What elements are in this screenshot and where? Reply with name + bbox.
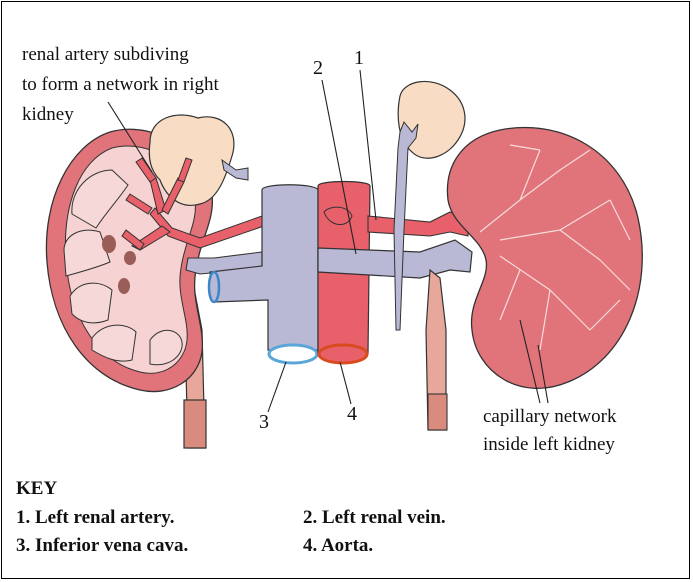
label-number-1: 1	[354, 47, 364, 69]
key-item-4: 4. Aorta.	[303, 535, 373, 557]
key-row: 3. Inferior vena cava. 4. Aorta.	[16, 532, 446, 560]
label-number-4: 4	[347, 403, 357, 425]
left-renal-artery	[368, 212, 468, 236]
right-kidney-label-line1: renal artery subdiving	[22, 44, 189, 65]
pointer-4	[340, 362, 351, 404]
adrenal-vein-stub	[222, 160, 248, 180]
label-number-2: 2	[313, 57, 323, 79]
left-kidney-label-line1: capillary network	[483, 406, 617, 427]
right-kidney-label-line2: to form a network in right	[22, 74, 220, 95]
left-kidney-label-line2: inside left kidney	[483, 434, 615, 455]
label-number-3: 3	[259, 411, 269, 433]
key-legend: KEY 1. Left renal artery. 2. Left renal …	[16, 478, 446, 560]
right-kidney-label-line3: kidney	[22, 104, 74, 125]
key-row: 1. Left renal artery. 2. Left renal vein…	[16, 504, 446, 532]
inferior-vena-cava	[209, 185, 318, 363]
key-title: KEY	[16, 478, 446, 500]
left-kidney	[426, 128, 642, 430]
pointer-3	[268, 362, 286, 412]
key-item-2: 2. Left renal vein.	[303, 507, 446, 529]
key-item-3: 3. Inferior vena cava.	[16, 535, 303, 557]
key-item-1: 1. Left renal artery.	[16, 507, 303, 529]
